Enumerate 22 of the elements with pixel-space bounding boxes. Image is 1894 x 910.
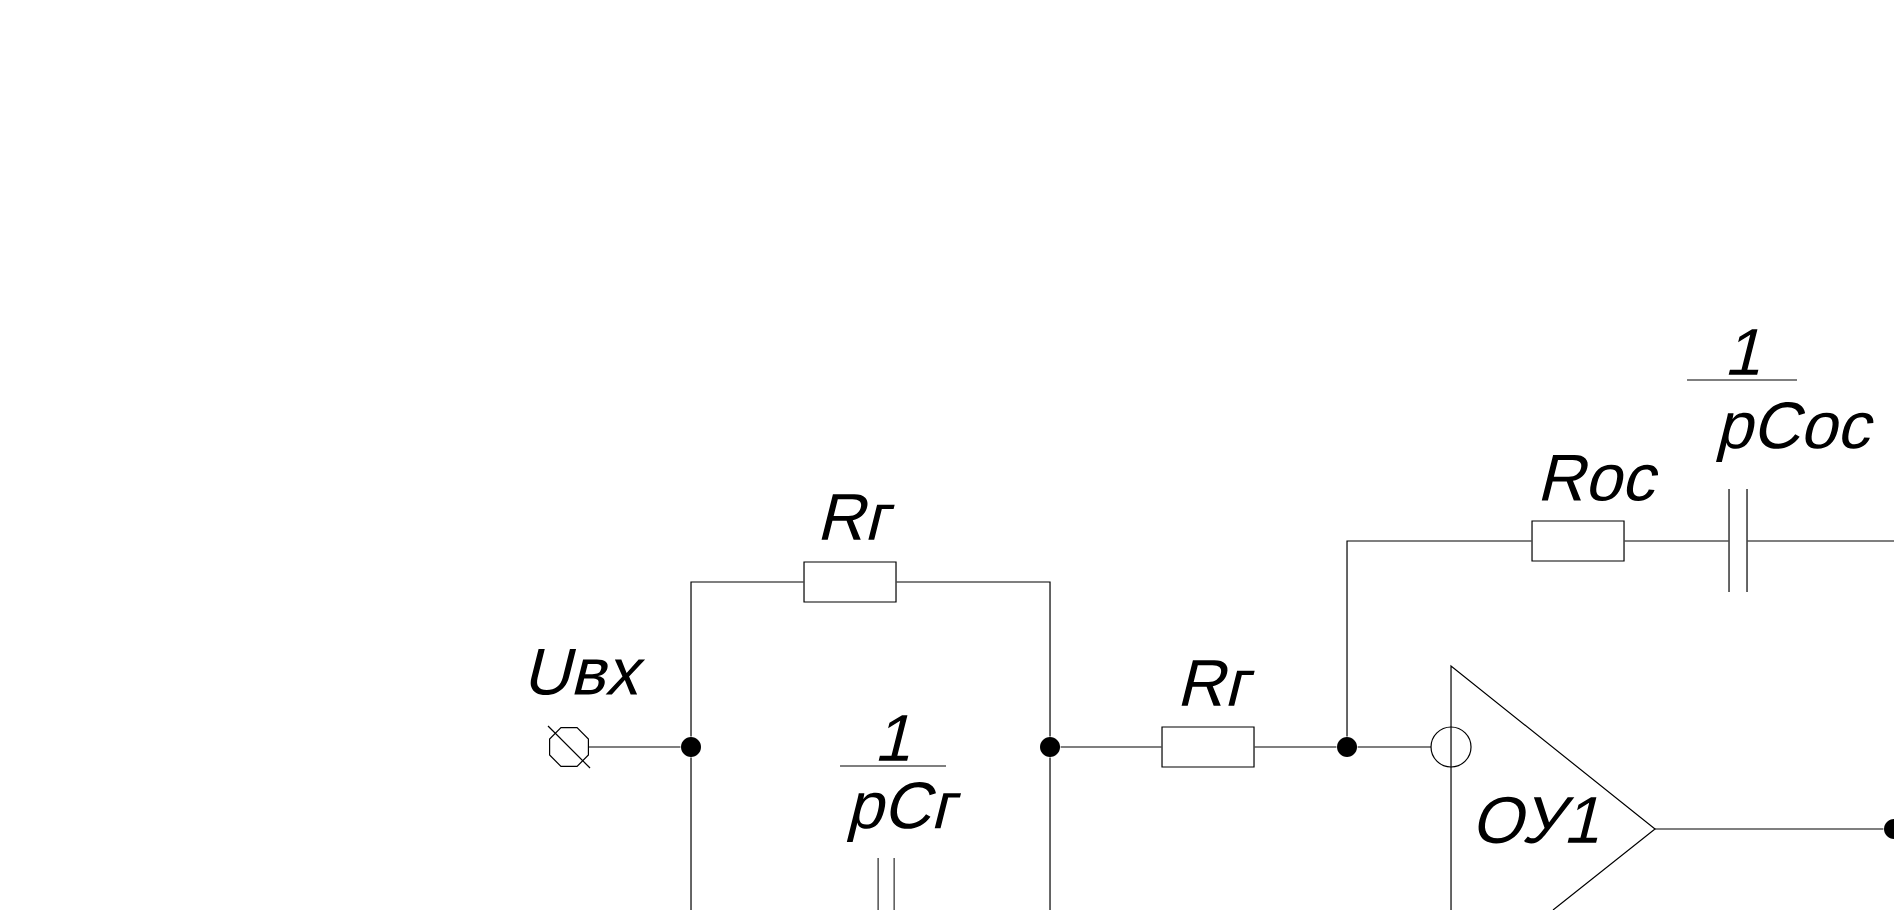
component-label: Uвх bbox=[530, 648, 646, 696]
wire bbox=[1747, 540, 1894, 542]
wire bbox=[1357, 746, 1432, 748]
junction-dot bbox=[1337, 737, 1357, 757]
fraction-label: 1 pCг bbox=[839, 715, 961, 842]
wire bbox=[690, 757, 692, 910]
component-label: Rос bbox=[1541, 454, 1659, 502]
wire bbox=[896, 581, 1051, 737]
junction-dot bbox=[681, 737, 701, 757]
wire bbox=[1254, 746, 1337, 748]
wire bbox=[1060, 746, 1162, 748]
wire bbox=[1654, 828, 1885, 830]
component-label: Rг bbox=[1181, 660, 1255, 706]
wire bbox=[1624, 540, 1730, 542]
wire bbox=[588, 746, 681, 748]
fraction-label: 1 pCос bbox=[1686, 329, 1874, 462]
junction-dot bbox=[1040, 737, 1060, 757]
wire bbox=[1346, 540, 1532, 737]
component-label: ОУ1 bbox=[1478, 796, 1598, 844]
wire bbox=[1049, 757, 1051, 910]
wire bbox=[690, 581, 804, 737]
component-label: Rг bbox=[821, 494, 895, 540]
